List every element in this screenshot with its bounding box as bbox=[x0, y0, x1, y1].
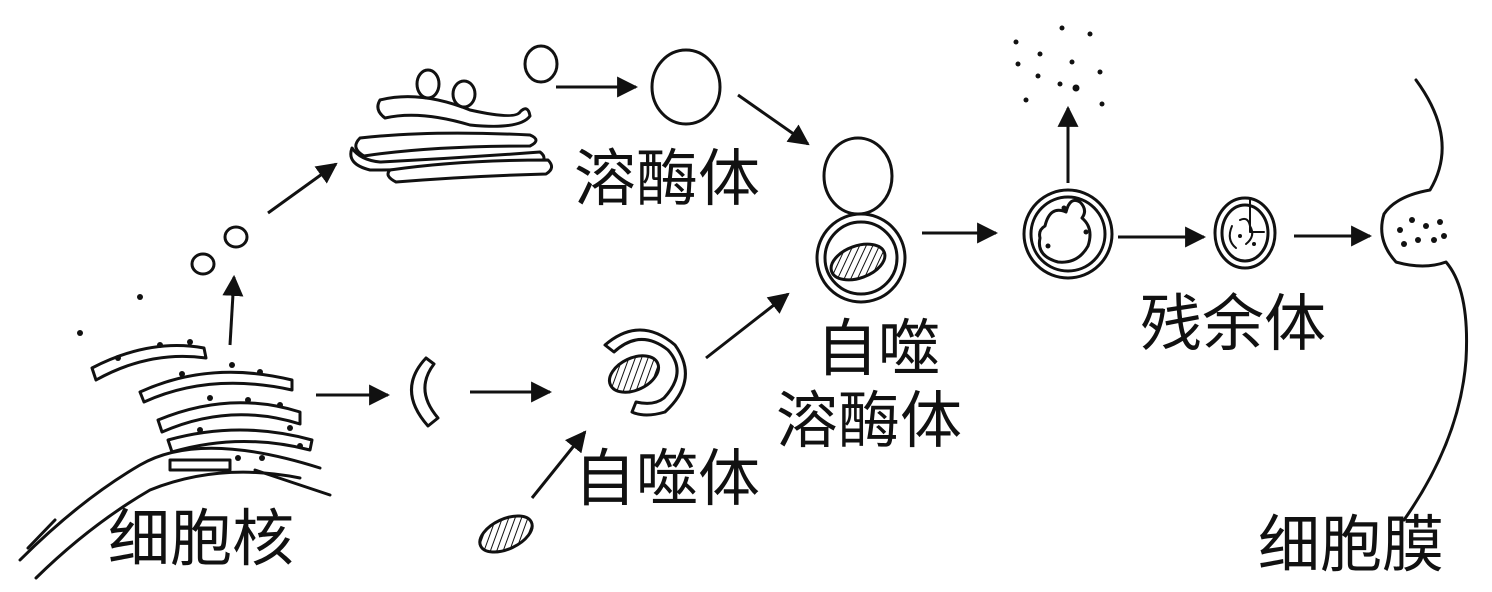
digesting-vesicle bbox=[1022, 188, 1114, 280]
label-autolysosome-line2: 溶酶体 bbox=[776, 384, 962, 457]
label-cell-membrane: 细胞膜 bbox=[1258, 508, 1444, 581]
arrow-lysosome-to-fusion bbox=[737, 93, 810, 146]
golgi-apparatus bbox=[349, 44, 559, 184]
free-mitochondrion bbox=[478, 514, 534, 554]
label-autophagosome: 自噬体 bbox=[574, 442, 760, 515]
label-nucleus: 细胞核 bbox=[108, 502, 294, 575]
arrow-er-to-vesicle bbox=[222, 274, 244, 346]
released-molecules bbox=[1013, 25, 1105, 107]
mitochondrion-in-autophagosome bbox=[607, 354, 661, 394]
nucleus-envelope bbox=[18, 446, 332, 580]
transport-vesicles bbox=[190, 225, 249, 276]
autolysosome bbox=[815, 136, 907, 304]
endoplasmic-reticulum bbox=[90, 344, 314, 472]
phagophore bbox=[410, 356, 440, 428]
label-residual-body: 残余体 bbox=[1140, 287, 1326, 360]
autophagosome-forming bbox=[603, 328, 687, 417]
cell-membrane bbox=[1380, 78, 1469, 522]
label-lysosome: 溶酶体 bbox=[574, 142, 760, 215]
residual-body bbox=[1213, 196, 1277, 270]
arrow-autophagosome-to-fusion bbox=[705, 292, 790, 360]
label-autolysosome-line1: 自噬 bbox=[816, 312, 940, 385]
arrow-vesicle-to-golgi bbox=[267, 162, 338, 215]
arrow-mitochondrion-to-autophagosome bbox=[530, 430, 587, 499]
pathway-arrows bbox=[222, 76, 1373, 499]
labels: 细胞核 溶酶体 自噬体 自噬 溶酶体 残余体 细胞膜 bbox=[108, 142, 1444, 581]
ribosome-dots bbox=[77, 294, 303, 461]
lysosome bbox=[650, 48, 722, 126]
